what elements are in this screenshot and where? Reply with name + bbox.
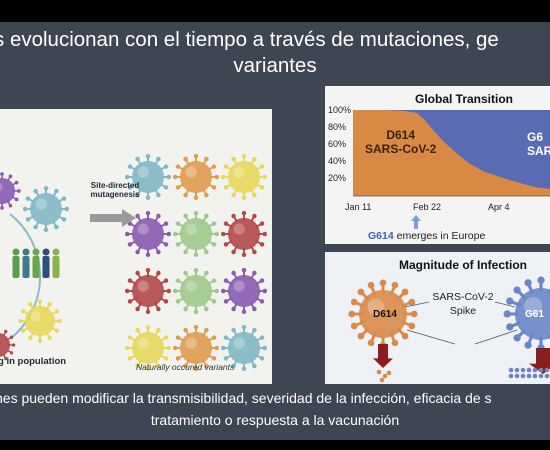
spike-label-line2: Spike: [449, 305, 477, 317]
g614-particle: [532, 373, 538, 379]
variants-figure: Site-directed mutagenesis g in populatio…: [0, 109, 272, 384]
g614-particle: [538, 373, 544, 379]
d614-virus-label: D614: [373, 309, 397, 320]
variant-virus: [124, 153, 172, 201]
variant-virus: [220, 324, 268, 372]
virus-left-yellow: [18, 299, 62, 343]
x-tick-apr4: Apr 4: [488, 202, 510, 212]
connector-line: [406, 329, 456, 345]
person-figure: [52, 248, 60, 278]
g614-particle: [532, 367, 538, 373]
person-figure: [32, 248, 40, 278]
person-figure: [22, 248, 30, 278]
magnitude-illustration: [348, 276, 550, 383]
virus-left-red: [0, 329, 16, 361]
presentation-slide: s evolucionan con el tiempo a través de …: [0, 22, 550, 440]
virus-left-purple: [0, 172, 21, 210]
variants-illustration: [0, 153, 268, 372]
global-transition-panel: Global Transition 100% 80% 60% 40% 20% J…: [325, 86, 550, 244]
variant-virus: [220, 153, 268, 201]
g614-particle: [514, 373, 520, 379]
variant-virus: [220, 267, 268, 315]
connector-line: [404, 301, 430, 308]
g614-particle: [520, 373, 526, 379]
spike-label-line1: SARS-CoV-2: [432, 291, 494, 303]
variant-virus: [172, 210, 220, 258]
d614-particle: [382, 373, 388, 379]
right-arrow-icon: [90, 209, 136, 227]
y-tick-40: 40%: [328, 156, 347, 166]
slide-title: s evolucionan con el tiempo a través de …: [0, 22, 550, 86]
variant-virus: [172, 153, 220, 201]
variant-virus: [220, 210, 268, 258]
chart-title: Global Transition: [415, 92, 514, 106]
transition-area-chart: [353, 110, 550, 197]
g614-particle: [544, 373, 550, 379]
g614-virus: [503, 276, 550, 352]
g614-particle: [526, 373, 532, 379]
connector-line: [474, 329, 518, 345]
natural-variants-label: Naturally occured variants: [136, 362, 235, 372]
y-tick-20: 20%: [328, 173, 347, 183]
d614-label-line1: D614: [386, 128, 416, 142]
g614-caption-label: G614: [368, 230, 394, 242]
d614-label-line2: SARS-CoV-2: [365, 142, 437, 156]
d614-down-arrow-icon: [373, 344, 393, 368]
spike-label: SARS-CoV-2 Spike: [421, 290, 505, 318]
variant-virus: [124, 267, 172, 315]
g614-virus-label: G61: [525, 309, 544, 320]
d614-particle: [376, 369, 382, 375]
y-tick-80: 80%: [328, 122, 347, 132]
g614-particle: [508, 367, 514, 373]
emerges-caption: G614 emerges in Europe: [368, 230, 485, 242]
variant-virus: [124, 210, 172, 258]
g614-area-label: G6 SARS-: [527, 130, 550, 158]
d614-area: [353, 110, 550, 196]
footer-line2: tratamiento o respuesta a la vacunación: [150, 412, 400, 428]
x-tick-feb22: Feb 22: [413, 202, 442, 212]
slide-title-line2: variantes: [233, 54, 317, 77]
up-arrow-icon: [411, 215, 421, 229]
y-tick-60: 60%: [328, 139, 347, 149]
g614-down-arrow-icon: [529, 348, 550, 374]
g614-particle: [544, 367, 550, 373]
g614-particle: [526, 367, 532, 373]
variant-virus: [124, 324, 172, 372]
person-figure: [12, 248, 20, 278]
d614-area-label: D614 SARS-CoV-2: [365, 128, 436, 156]
g614-particle: [520, 367, 526, 373]
virus-left-teal: [22, 185, 70, 233]
slide-footer-text: nes pueden modificar la transmisibilidad…: [0, 384, 550, 440]
d614-particle: [386, 370, 392, 376]
slide-title-line1: s evolucionan con el tiempo a través de …: [0, 28, 499, 51]
person-figure: [42, 248, 50, 278]
g614-particle: [514, 367, 520, 373]
g614-particle: [538, 367, 544, 373]
magnitude-panel: Magnitude of Infection SARS-CoV-2 Spike …: [325, 252, 550, 384]
g614-label-line1: G6: [527, 130, 544, 144]
d614-particle: [379, 377, 385, 383]
population-arc: [9, 213, 42, 340]
population-label: g in population: [0, 356, 67, 367]
magnitude-title: Magnitude of Infection: [399, 258, 527, 272]
y-tick-100: 100%: [328, 105, 352, 115]
footer-line1: nes pueden modificar la transmisibilidad…: [0, 390, 492, 406]
g614-particle: [508, 373, 514, 379]
x-tick-jan11: Jan 11: [345, 202, 372, 212]
variant-virus: [172, 267, 220, 315]
g614-label-line2: SARS-: [527, 144, 550, 158]
emerges-caption-text: emerges in Europe: [393, 230, 486, 242]
variant-virus: [172, 324, 220, 372]
d614-virus: [348, 279, 418, 349]
connector-line: [494, 301, 516, 308]
site-directed-label: Site-directed mutagenesis: [90, 181, 140, 199]
